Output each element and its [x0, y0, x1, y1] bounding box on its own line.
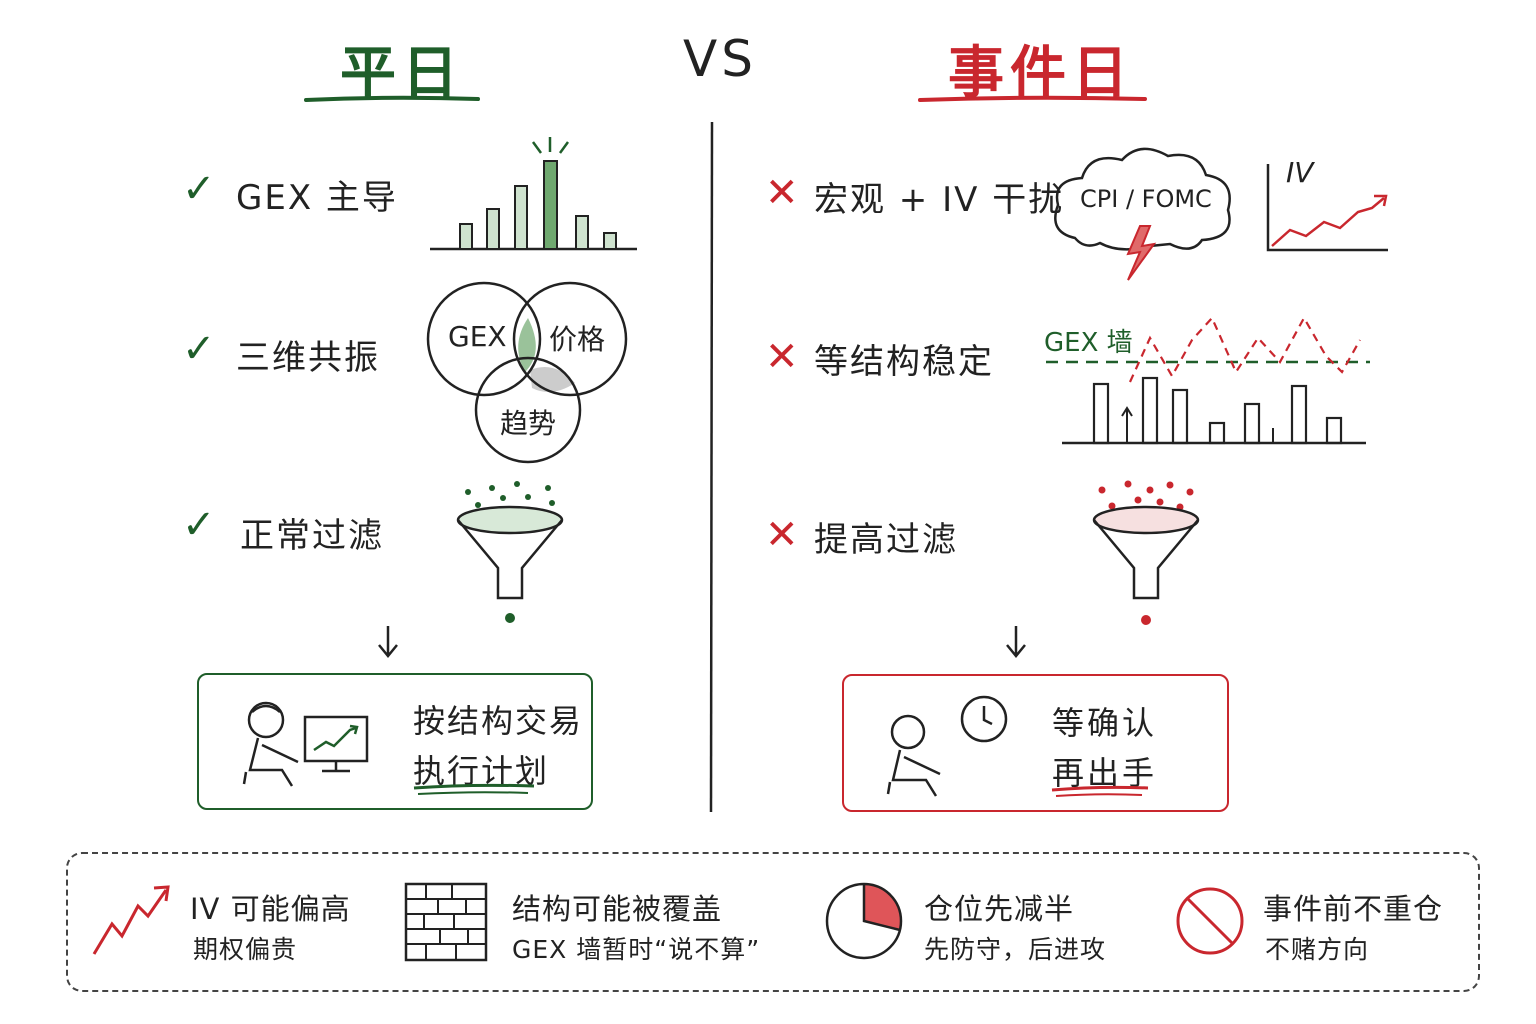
left-result-line2: 执行计划	[413, 752, 550, 790]
cross-icon: ✕	[765, 512, 799, 558]
right-row-label-macro: 宏观 + IV 干扰	[814, 180, 1065, 220]
gex-wall-label: GEX 墙	[1044, 328, 1133, 358]
right-result-box	[842, 674, 1229, 812]
venn-label-gex: GEX	[448, 320, 507, 353]
tip-structure-line2: GEX 墙暂时“说不算”	[512, 935, 761, 964]
left-row-label-resonance: 三维共振	[236, 338, 380, 378]
cross-icon: ✕	[765, 170, 799, 216]
right-title: 事件日	[948, 41, 1134, 106]
cloud-label: CPI / FOMC	[1080, 185, 1212, 213]
iv-chart-label: IV	[1286, 156, 1314, 189]
tip-event-line2: 不赌方向	[1265, 935, 1370, 964]
right-result-line1: 等确认	[1052, 704, 1158, 742]
tip-event-line1: 事件前不重仓	[1263, 892, 1444, 926]
vs-label: VS	[683, 30, 757, 88]
left-title: 平日	[340, 41, 464, 106]
bottom-tips-box	[66, 852, 1480, 992]
left-result-box	[197, 673, 593, 810]
left-title-underline	[304, 95, 480, 102]
tip-iv-line1: IV 可能偏高	[190, 892, 351, 926]
check-icon: ✓	[182, 326, 216, 372]
left-row-label-filter: 正常过滤	[240, 516, 384, 556]
venn-label-price: 价格	[549, 323, 606, 356]
right-title-underline	[918, 95, 1147, 102]
cross-icon: ✕	[765, 334, 799, 380]
tip-structure-line1: 结构可能被覆盖	[512, 892, 723, 926]
left-result-line1: 按结构交易	[413, 702, 584, 740]
right-result-line2: 再出手	[1052, 754, 1158, 792]
right-row-label-wait: 等结构稳定	[814, 342, 994, 382]
right-row-label-filter: 提高过滤	[814, 520, 958, 560]
tip-iv-line2: 期权偏贵	[193, 935, 298, 964]
check-icon: ✓	[182, 166, 216, 212]
check-icon: ✓	[182, 502, 216, 548]
tip-position-line2: 先防守，后进攻	[924, 935, 1107, 964]
tip-position-line1: 仓位先减半	[924, 892, 1075, 926]
venn-label-trend: 趋势	[500, 407, 557, 440]
left-row-label-gex: GEX 主导	[236, 178, 398, 218]
